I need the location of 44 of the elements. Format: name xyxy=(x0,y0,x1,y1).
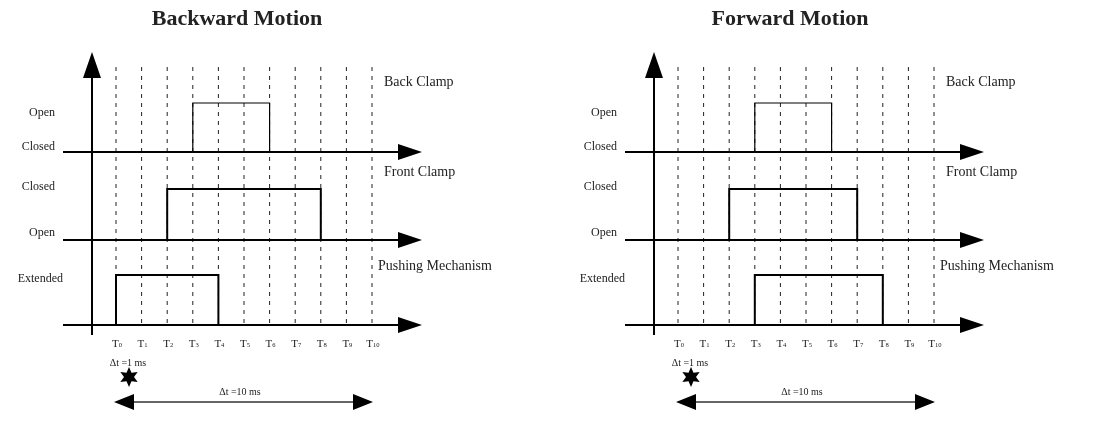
time-label: T$_{9}$ xyxy=(342,337,353,349)
time-label: T$_{9}$ xyxy=(904,337,915,349)
time-label: T$_{3}$ xyxy=(188,337,199,349)
state-label: Open xyxy=(591,106,617,118)
state-label: Extended xyxy=(17,272,63,284)
signal-name: Pushing Mechanism xyxy=(940,259,1054,273)
signal-name: Back Clamp xyxy=(384,75,454,89)
signal-name: Back Clamp xyxy=(946,75,1016,89)
interval-label: Δt =10 ms xyxy=(219,387,261,397)
state-label: Open xyxy=(29,226,55,238)
time-label: T$_{3}$ xyxy=(750,337,761,349)
time-label: T$_{8}$ xyxy=(878,337,889,349)
state-label: Open xyxy=(591,226,617,238)
time-label: T$_{4}$ xyxy=(776,337,787,349)
time-label: T$_{7}$ xyxy=(291,337,302,349)
time-label: T$_{5}$ xyxy=(802,337,812,349)
interval-label: Δt =10 ms xyxy=(781,387,823,397)
time-label: T$_{8}$ xyxy=(316,337,327,349)
chart-title: Forward Motion xyxy=(711,7,869,29)
signal-name: Pushing Mechanism xyxy=(378,259,492,273)
state-label: Closed xyxy=(583,180,617,192)
time-label: T$_{6}$ xyxy=(827,337,838,349)
time-label: T$_{10}$ xyxy=(366,337,380,349)
signal-name: Front Clamp xyxy=(946,165,1018,179)
time-label: T$_{7}$ xyxy=(853,337,864,349)
interval-label: Δt =1 ms xyxy=(671,358,709,368)
chart-title: Backward Motion xyxy=(151,7,323,29)
time-label: T$_{0}$ xyxy=(674,337,684,349)
time-label: T$_{6}$ xyxy=(265,337,276,349)
time-label: T$_{2}$ xyxy=(163,337,174,349)
state-label: Extended xyxy=(579,272,625,284)
time-label: T$_{10}$ xyxy=(928,337,942,349)
interval-label: Δt =1 ms xyxy=(109,358,147,368)
state-label: Closed xyxy=(583,140,617,152)
time-label: T$_{4}$ xyxy=(214,337,225,349)
state-label: Closed xyxy=(21,140,55,152)
state-label: Open xyxy=(29,106,55,118)
time-label: T$_{0}$ xyxy=(112,337,122,349)
time-label: T$_{5}$ xyxy=(240,337,250,349)
state-label: Closed xyxy=(21,180,55,192)
time-label: T$_{1}$ xyxy=(699,337,710,349)
time-label: T$_{1}$ xyxy=(137,337,148,349)
time-label: T$_{2}$ xyxy=(725,337,736,349)
signal-name: Front Clamp xyxy=(384,165,456,179)
